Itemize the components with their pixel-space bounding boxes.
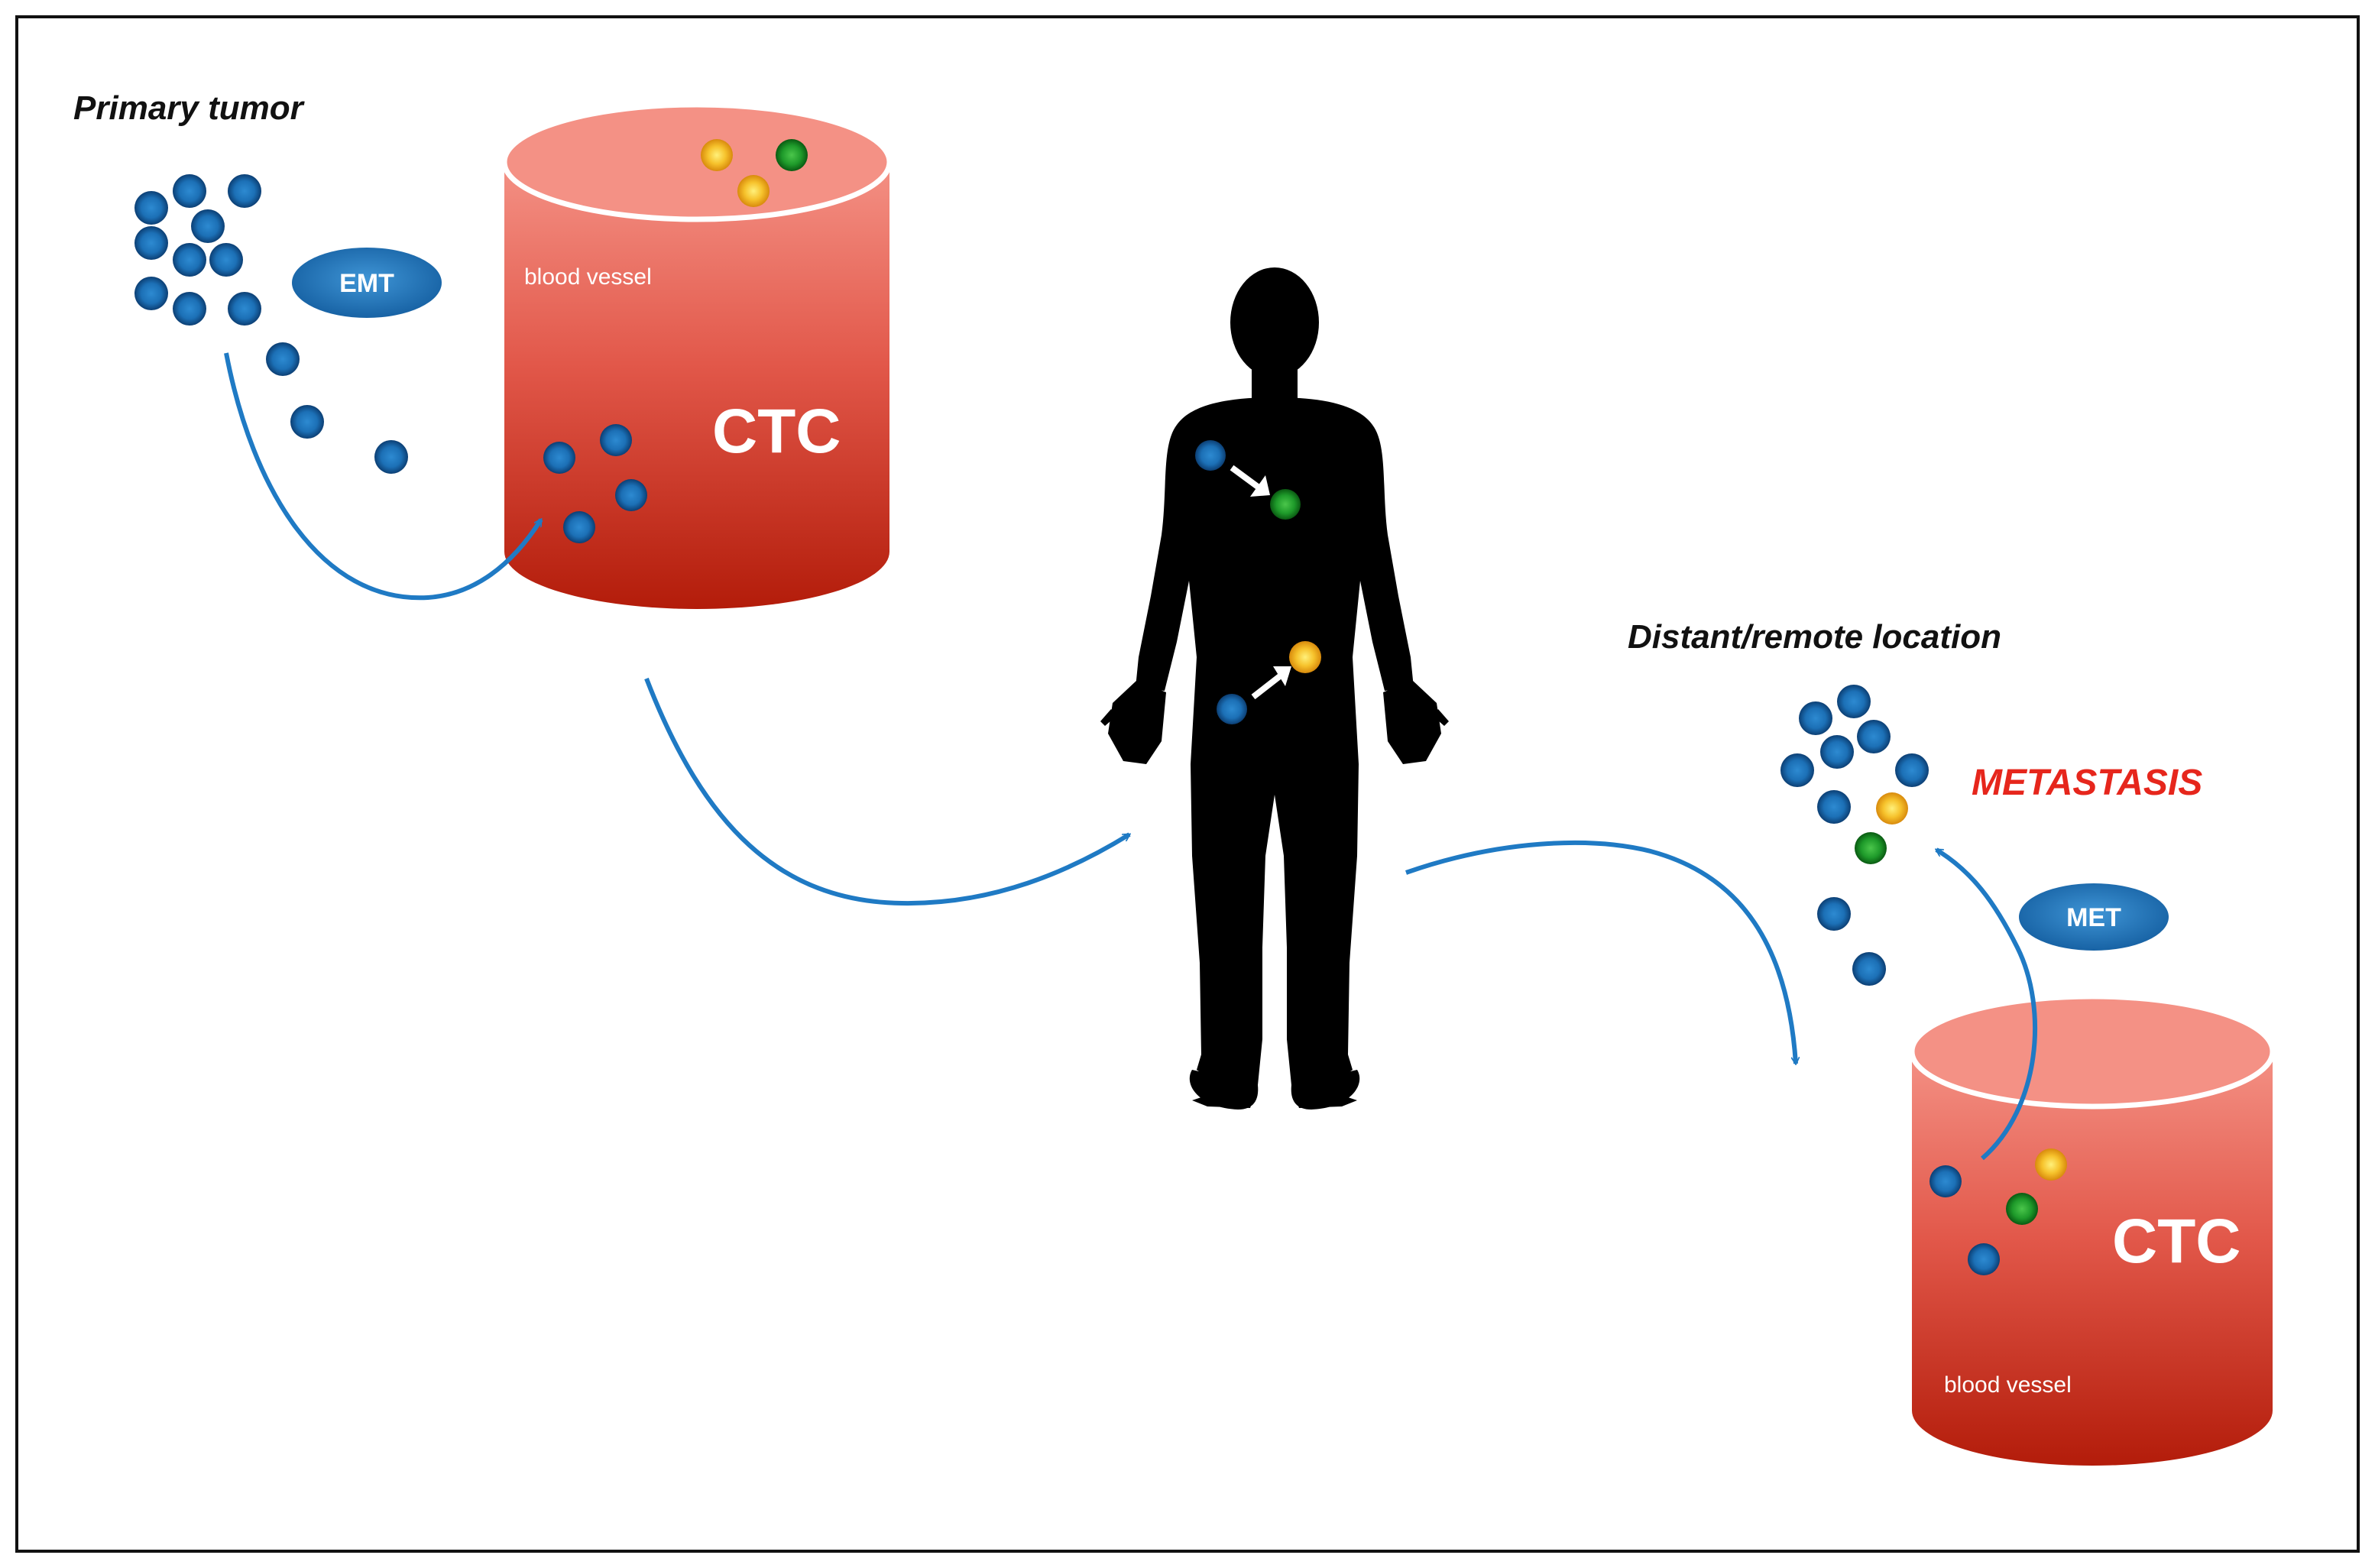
cell-blue	[173, 292, 206, 326]
vessel-label-right: blood vessel	[1944, 1372, 2072, 1398]
cell-blue	[290, 405, 324, 439]
arrow-vessel-to-body	[644, 677, 1129, 906]
arrow-white-head	[1273, 666, 1291, 686]
metastasis-cells	[1780, 685, 1929, 986]
blood-vessel-left	[501, 102, 893, 609]
cell-blue	[1780, 753, 1814, 787]
cell-blue	[191, 209, 225, 243]
ctc-label-right: CTC	[2112, 1207, 2241, 1276]
primary-tumor-cells	[134, 174, 408, 474]
cell-blue	[228, 174, 261, 208]
met-label: MET	[2066, 903, 2121, 932]
arrow-white	[1251, 672, 1283, 700]
cell-blue	[1820, 735, 1854, 769]
met-badge: MET	[2019, 883, 2169, 951]
arrow-tumor-to-vessel	[224, 352, 543, 601]
blood-vessel-right	[1909, 993, 2276, 1466]
cell-green	[776, 139, 808, 171]
cell-blue	[1929, 1165, 1962, 1197]
cell-blue	[1857, 720, 1891, 753]
distant-location-label: Distant/remote location	[1628, 618, 2001, 656]
vessel-label-left: blood vessel	[524, 264, 652, 290]
cell-yellow	[737, 175, 770, 207]
arrow-vessel-to-metastasis	[1936, 847, 2038, 1161]
cell-blue	[1799, 701, 1832, 735]
cell-blue	[1217, 694, 1247, 724]
cell-blue	[1817, 897, 1851, 931]
cell-green	[1855, 832, 1887, 864]
cell-blue	[543, 442, 575, 474]
cell-blue	[134, 277, 168, 310]
cell-blue	[209, 243, 243, 277]
metastasis-label: METASTASIS	[1972, 763, 2202, 803]
cell-blue	[1895, 753, 1929, 787]
cell-yellow	[1289, 641, 1321, 673]
cell-blue	[173, 243, 206, 277]
arrow-white-head	[1250, 475, 1270, 497]
cell-blue	[134, 191, 168, 225]
arrow-white	[1230, 465, 1263, 492]
cell-blue	[563, 511, 595, 543]
cell-blue	[1968, 1243, 2000, 1275]
cell-blue	[134, 226, 168, 260]
cell-green	[2006, 1193, 2038, 1225]
cell-blue	[600, 424, 632, 456]
cell-blue	[266, 342, 300, 376]
emt-label: EMT	[339, 269, 394, 298]
human-silhouette	[1100, 267, 1449, 1110]
cell-blue	[173, 174, 206, 208]
arrow-body-to-distant	[1405, 840, 1796, 1064]
primary-tumor-label: Primary tumor	[73, 89, 306, 127]
cell-blue	[374, 440, 408, 474]
emt-badge: EMT	[292, 248, 442, 318]
cell-yellow	[1876, 792, 1908, 824]
ctc-label-left: CTC	[712, 397, 841, 466]
cell-blue	[615, 479, 647, 511]
cell-blue	[1817, 790, 1851, 824]
cell-blue	[1837, 685, 1871, 718]
cell-green	[1270, 489, 1301, 520]
cell-blue	[228, 292, 261, 326]
cell-blue	[1195, 440, 1226, 471]
cell-blue	[1852, 952, 1886, 986]
cell-yellow	[701, 139, 733, 171]
cell-yellow	[2035, 1148, 2067, 1181]
